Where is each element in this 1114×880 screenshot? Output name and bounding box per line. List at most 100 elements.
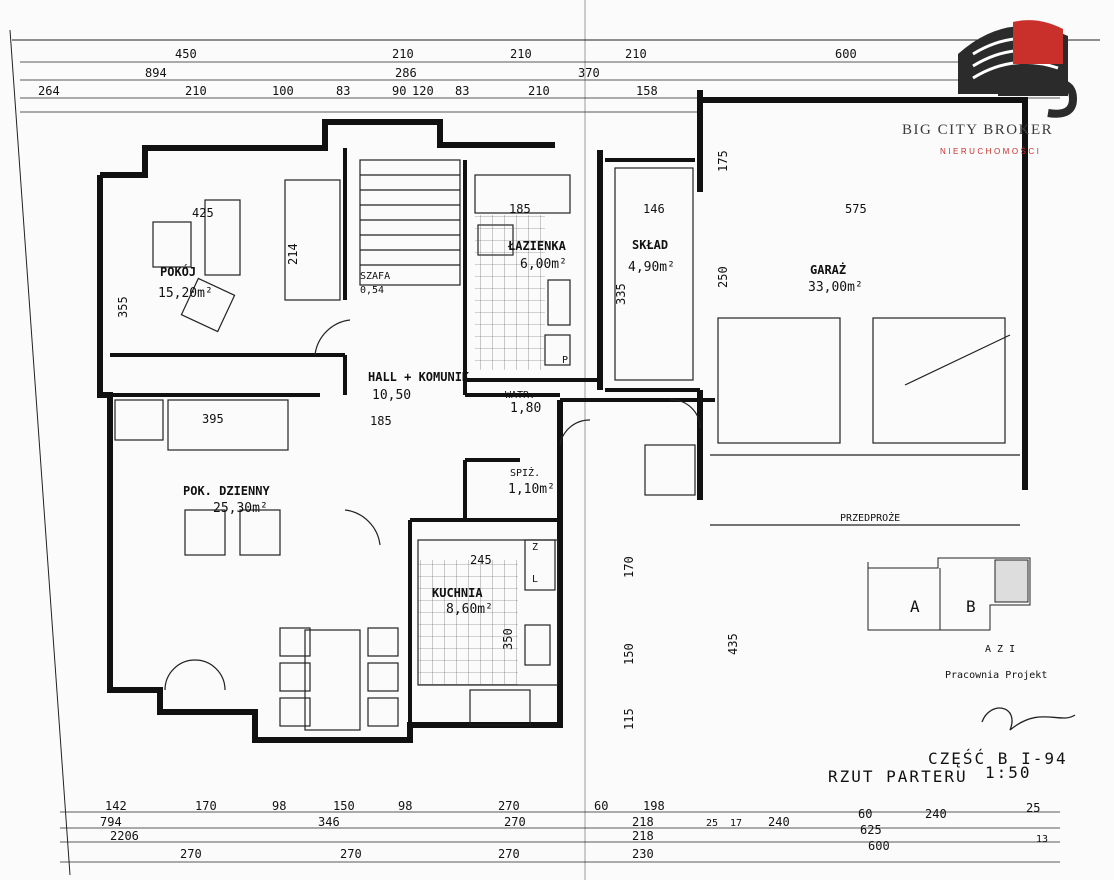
room-area-sklad: 4,90m² — [628, 260, 675, 275]
dim-text: 98 — [398, 799, 412, 813]
dim-text: 370 — [578, 66, 600, 80]
stamp-line2: Pracownia Projekt — [945, 670, 1047, 681]
fixture-l: L — [532, 574, 538, 585]
room-name-hall: HALL + KOMUNIK. — [368, 370, 476, 384]
dim-text: 25 — [706, 818, 718, 829]
dim-text: 60 — [858, 807, 872, 821]
bottom-dim-row3: 2206 218 — [110, 829, 654, 843]
logo-brand-text: BIG CITY BROKER — [902, 122, 1054, 138]
sheet-frame — [9, 29, 1100, 876]
dim-text: 395 — [202, 412, 224, 426]
dim-text: 146 — [643, 202, 665, 216]
drawing-title-part: CZĘŚĆ B I-94 — [928, 749, 1068, 768]
room-area-szafa: 0,54 — [360, 285, 384, 296]
room-area-kuchnia: 8,60m² — [446, 602, 493, 617]
dim-text: 210 — [510, 47, 532, 61]
dim-text: 270 — [180, 847, 202, 861]
room-area-watr: 1,80 — [510, 401, 541, 416]
dim-text: 90 — [392, 84, 406, 98]
dim-text: 120 — [412, 84, 434, 98]
dim-text: 198 — [643, 799, 665, 813]
dim-text: 425 — [192, 206, 214, 220]
room-name-spiz: SPIŻ. — [510, 466, 540, 479]
dim-text: 600 — [868, 839, 890, 853]
dim-text: 150 — [333, 799, 355, 813]
dim-text: 214 — [286, 243, 300, 265]
logo-tagline: NIERUCHOMOŚCI — [940, 147, 1042, 156]
fixture-p: P — [562, 355, 568, 366]
room-name-sklad: SKŁAD — [632, 238, 668, 252]
dim-text: 185 — [370, 414, 392, 428]
dim-text: 625 — [860, 823, 882, 837]
dim-text: 350 — [501, 628, 515, 650]
dim-text: 240 — [768, 815, 790, 829]
drawing-title: RZUT PARTERU — [828, 767, 968, 786]
dim-text: 83 — [455, 84, 469, 98]
dim-text: 250 — [716, 266, 730, 288]
room-name-pokoj: POKÓJ — [160, 264, 196, 279]
dim-text: 210 — [185, 84, 207, 98]
dim-text: 2206 — [110, 829, 139, 843]
bottom-dim-row4: 270 270 270 230 600 — [180, 839, 890, 861]
dim-text: 150 — [622, 643, 636, 665]
dim-text: 115 — [622, 708, 636, 730]
bottom-dim-row1: 142 170 98 150 98 270 60 198 240 60 240 … — [105, 799, 1040, 829]
bottom-dimension-lines — [60, 811, 1060, 863]
tiled-floor — [418, 215, 545, 685]
room-name-watr: WATR. — [505, 390, 535, 401]
dim-text: 355 — [116, 296, 130, 318]
bathroom-tiles — [475, 215, 545, 370]
dim-text: 170 — [622, 556, 636, 578]
room-area-lazienka: 6,00m² — [520, 257, 567, 272]
dim-text: 600 — [835, 47, 857, 61]
top-dim-row1: 450 210 210 210 600 — [175, 47, 857, 61]
fixture-z: Z — [532, 542, 538, 553]
dim-text: 98 — [272, 799, 286, 813]
dim-text: 83 — [336, 84, 350, 98]
dim-text: 17 — [730, 818, 742, 829]
dim-text: 210 — [528, 84, 550, 98]
dim-text: 60 — [594, 799, 608, 813]
bottom-dim-row2: 794 346 270 218 25 17 625 13 — [100, 815, 1048, 845]
part-a-label: A — [910, 597, 922, 616]
room-area-pokoj: 15,20m² — [158, 286, 213, 301]
dim-text: 575 — [845, 202, 867, 216]
room-labels: POKÓJ 15,20m² ŁAZIENKA 6,00m² SKŁAD 4,90… — [158, 238, 863, 617]
room-area-garaz: 33,00m² — [808, 280, 863, 295]
dim-text: 435 — [726, 633, 740, 655]
dim-text: 270 — [504, 815, 526, 829]
dim-text: 100 — [272, 84, 294, 98]
interior-walls — [110, 148, 715, 740]
part-schematic — [867, 557, 1031, 631]
dim-text: 335 — [614, 283, 628, 305]
dim-text: 25 — [1026, 801, 1040, 815]
fixtures — [114, 159, 1020, 731]
dim-text: 264 — [38, 84, 60, 98]
room-name-kuchnia: KUCHNIA — [432, 586, 483, 600]
dim-text: 218 — [632, 815, 654, 829]
dim-text: 175 — [716, 150, 730, 172]
drawing-scale: 1:50 — [985, 763, 1032, 782]
dim-text: 170 — [195, 799, 217, 813]
room-name-dzienny: POK. DZIENNY — [183, 484, 270, 498]
room-area-dzienny: 25,30m² — [213, 501, 268, 516]
stamp-line1: A Z I — [985, 644, 1015, 655]
brand-logo: BIG CITY BROKER NIERUCHOMOŚCI — [898, 14, 1104, 164]
top-dim-row3: 264 210 100 83 90 120 83 210 158 — [38, 84, 658, 98]
room-name-garaz: GARAŻ — [810, 262, 846, 277]
dim-text: 270 — [498, 847, 520, 861]
dim-text: 794 — [100, 815, 122, 829]
room-name-szafa: SZAFA — [360, 271, 390, 282]
room-area-hall: 10,50 — [372, 388, 411, 403]
dim-text: 286 — [395, 66, 417, 80]
dim-text: 210 — [392, 47, 414, 61]
room-name-lazienka: ŁAZIENKA — [507, 239, 567, 253]
dim-text: 210 — [625, 47, 647, 61]
dim-text: 245 — [470, 553, 492, 567]
dim-text: 270 — [340, 847, 362, 861]
kitchen-tiles — [418, 560, 518, 685]
dim-text: 270 — [498, 799, 520, 813]
interior-dimensions: 425 214 355 185 146 575 250 335 395 185 … — [116, 150, 867, 730]
